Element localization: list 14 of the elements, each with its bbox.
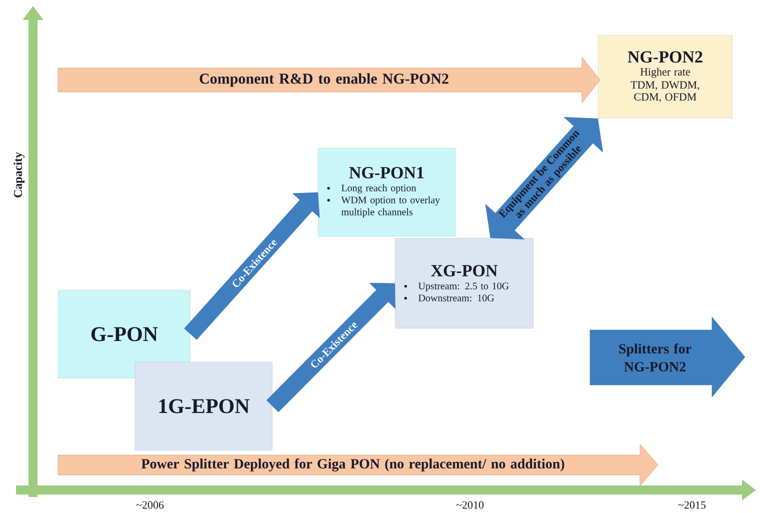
tick-label: ~2006 xyxy=(136,501,164,509)
bullet-item: Long reach option xyxy=(327,184,416,194)
process-box: XG-PON Upstream: 2.5 to 10G Downstream: 10G xyxy=(395,238,534,328)
process-box: G-PON xyxy=(58,290,190,378)
tick-label: ~2015 xyxy=(678,501,706,509)
process-box: NG-PON2 Higher rate TDM, DWDM, CDM, OFDM xyxy=(598,35,732,118)
block-arrow xyxy=(266,282,396,412)
tick-label: ~2010 xyxy=(456,501,484,509)
process-box: NG-PON1 Long reach option WDM option to overlay multiple channels xyxy=(318,148,456,236)
bullet-item: WDM option to overlay multiple channels xyxy=(327,196,440,218)
axis-label: Capacity xyxy=(14,152,24,198)
bullet-item: Upstream: 2.5 to 10G xyxy=(404,282,509,292)
bullet-item: Downstream: 10G xyxy=(404,294,494,302)
process-box: 1G-EPON xyxy=(135,362,272,450)
